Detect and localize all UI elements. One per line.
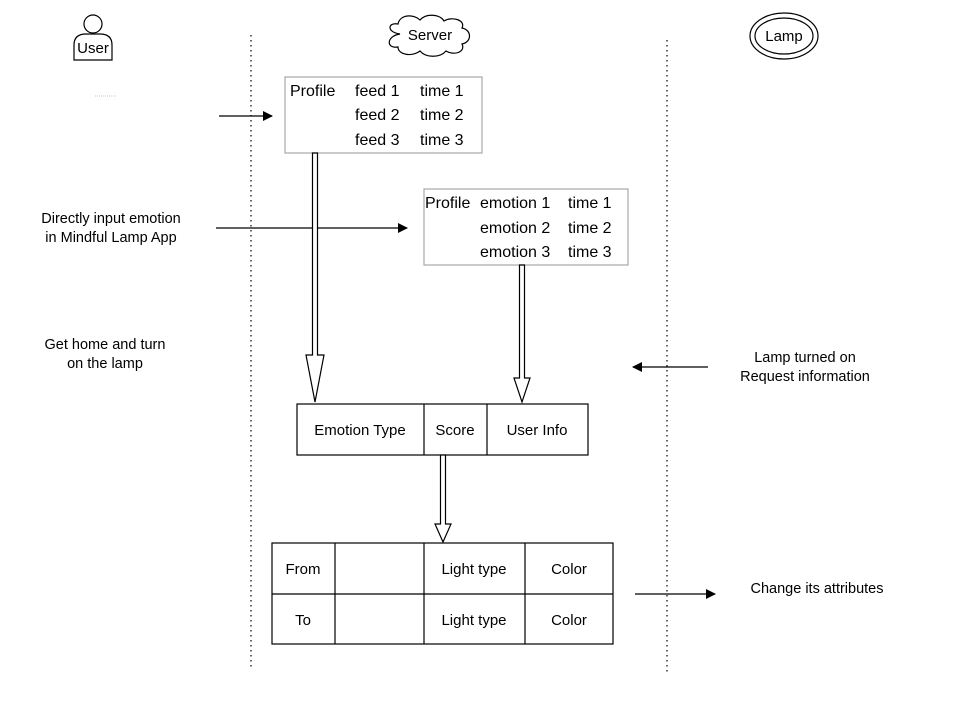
emotion-row: emotion 3 time 3	[480, 244, 612, 261]
feed-table: Profile feed 1 time 1 feed 2 time 2 feed…	[284, 76, 483, 154]
emotion-to-record-arrow	[513, 264, 531, 404]
record-cell: Emotion Type	[314, 422, 405, 439]
lamp-inner-ellipse	[754, 17, 814, 55]
emotion-row: Profile emotion 1 time 1	[425, 195, 612, 212]
light-cell: Light type	[441, 561, 506, 578]
light-cell: Color	[551, 561, 587, 578]
feed-table-border	[284, 76, 483, 154]
server-actor: Server	[388, 14, 471, 57]
note-line: on the lamp	[67, 356, 143, 372]
light-cell: Color	[551, 612, 587, 629]
light-cell: To	[295, 612, 311, 629]
light-cell: From	[286, 561, 321, 578]
user-body-icon	[73, 33, 113, 61]
lamp-label: Lamp	[765, 28, 803, 45]
emotion-row: emotion 2 time 2	[480, 220, 612, 237]
feed-row: Profile feed 1 time 1	[290, 83, 464, 100]
emotion-table: Profile emotion 1 time 1 emotion 2 time …	[423, 188, 629, 266]
record-cell: User Info	[507, 422, 568, 439]
note-get-home: Get home and turn on the lamp	[45, 337, 166, 372]
emotion-cell: time 1	[568, 195, 612, 212]
emotion-table-border	[423, 188, 629, 266]
note-line: Request information	[740, 369, 870, 385]
feed-cell: feed 1	[355, 83, 400, 100]
record-cell: Score	[435, 422, 474, 439]
light-row: From Light type Color	[286, 561, 587, 578]
emotion-cell: emotion 2	[480, 220, 550, 237]
server-label: Server	[408, 27, 452, 44]
feed-cell: feed 2	[355, 107, 400, 124]
lamp-outer-ellipse	[749, 12, 819, 60]
emotion-cell: Profile	[425, 195, 470, 212]
light-row: To Light type Color	[295, 612, 587, 629]
note-line: in Mindful Lamp App	[45, 230, 176, 246]
emotion-cell: time 3	[568, 244, 612, 261]
note-line: Directly input emotion	[41, 211, 180, 227]
emotion-cell: emotion 1	[480, 195, 550, 212]
note-lamp-on: Lamp turned on Request information	[740, 350, 870, 385]
emotion-cell: emotion 3	[480, 244, 550, 261]
cloud-icon	[388, 14, 471, 57]
feed-cell: feed 3	[355, 132, 400, 149]
light-table: From Light type Color To Light type Colo…	[271, 542, 614, 645]
feed-cell: time 2	[420, 107, 464, 124]
emotion-cell: time 2	[568, 220, 612, 237]
note-line: Get home and turn	[45, 337, 166, 353]
lamp-actor: Lamp	[749, 12, 819, 60]
note-input-emotion: Directly input emotion in Mindful Lamp A…	[41, 211, 180, 246]
record-table: Emotion Type Score User Info	[296, 403, 589, 456]
feed-cell: time 1	[420, 83, 464, 100]
light-cell: Light type	[441, 612, 506, 629]
feed-row: feed 3 time 3	[355, 132, 464, 149]
note-line: Lamp turned on	[754, 350, 856, 366]
feed-row: feed 2 time 2	[355, 107, 464, 124]
feed-to-record-arrow	[305, 152, 325, 403]
user-head-icon	[83, 14, 103, 34]
user-label: User	[77, 40, 109, 57]
record-table-border	[296, 403, 589, 456]
user-actor: User	[73, 14, 113, 61]
feed-cell: Profile	[290, 83, 335, 100]
record-to-light-arrow	[434, 454, 452, 544]
note-change-attributes: Change its attributes	[751, 581, 884, 597]
feed-cell: time 3	[420, 132, 464, 149]
